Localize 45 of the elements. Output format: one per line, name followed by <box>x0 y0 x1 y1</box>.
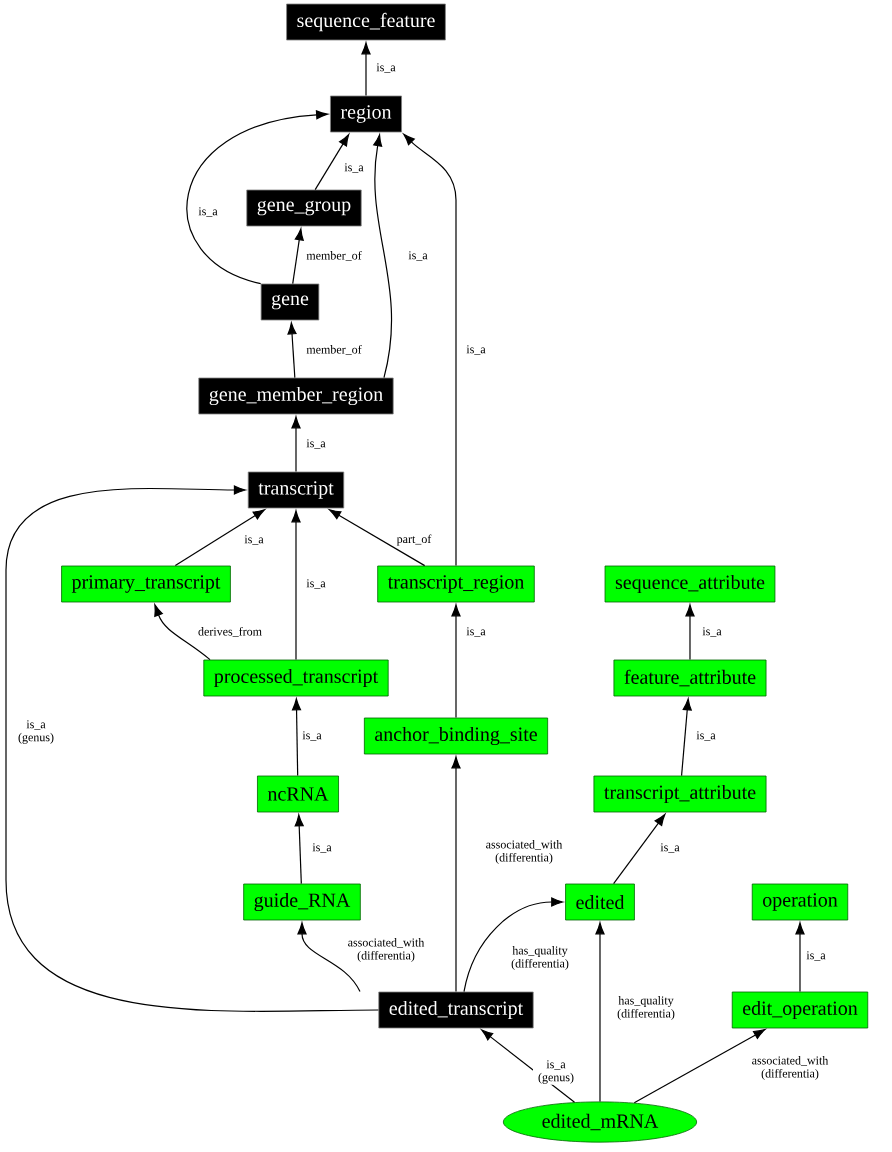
term-box: edited <box>565 883 635 921</box>
arrow <box>5 485 379 1012</box>
term-box: guide_RNA <box>243 883 361 921</box>
arrow <box>292 228 304 285</box>
arrow <box>451 604 461 719</box>
term-box: transcript_region <box>377 565 535 603</box>
term-box: region <box>330 95 402 133</box>
arrow <box>361 42 371 97</box>
arrow <box>403 133 457 567</box>
arrow <box>685 604 695 661</box>
term-box: sequence_feature <box>286 3 446 41</box>
arrow <box>795 922 805 993</box>
term-box: operation <box>751 883 849 921</box>
term-box: transcript_attribute <box>593 775 767 813</box>
term-box: anchor_binding_site <box>363 717 549 755</box>
arrow <box>291 416 301 473</box>
arrow <box>297 922 361 993</box>
term-box: gene_member_region <box>198 377 394 415</box>
arrow <box>314 134 350 191</box>
term-box: primary_transcript <box>61 565 231 603</box>
arrow <box>681 698 692 777</box>
arrow <box>154 604 211 661</box>
term-box: gene <box>260 283 320 321</box>
term-box: ncRNA <box>257 775 339 813</box>
arrow <box>481 1029 576 1103</box>
arrow <box>291 698 302 777</box>
arrow <box>174 509 266 567</box>
term-box: sequence_attribute <box>604 565 776 603</box>
arrow <box>613 813 666 885</box>
arrow <box>463 897 564 993</box>
arrow <box>328 509 426 567</box>
arrow <box>595 922 605 1103</box>
arrow <box>186 110 329 285</box>
arrow <box>291 510 301 661</box>
arrow <box>451 756 461 993</box>
term-box: feature_attribute <box>613 659 767 697</box>
term-box: edit_operation <box>731 991 869 1029</box>
term-box: gene_group <box>246 189 362 227</box>
term-box: edited_transcript <box>378 991 534 1029</box>
arrow <box>373 134 393 379</box>
arrow <box>633 1029 766 1104</box>
arrow <box>287 322 297 379</box>
term-box: processed_transcript <box>203 659 389 697</box>
term-box: transcript <box>247 471 345 509</box>
arrow <box>294 814 304 885</box>
